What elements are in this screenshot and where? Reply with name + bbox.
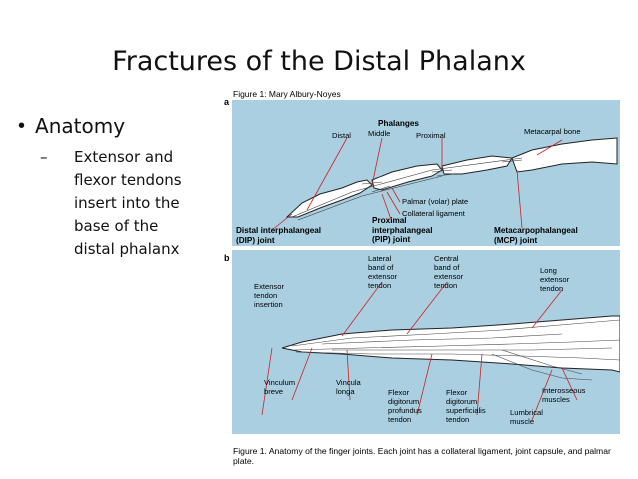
bullet-text: Anatomy <box>35 114 126 138</box>
label-collateral-ligament: Collateral ligament <box>402 209 465 218</box>
panel-a-letter: a <box>224 97 230 107</box>
label-lumbrical-muscle: Lumbrical muscle <box>510 408 543 426</box>
label-long-extensor: Long extensor tendon <box>540 266 570 293</box>
figure-caption: Figure 1. Anatomy of the finger joints. … <box>233 446 611 466</box>
finger-anatomy-figure: Figure 1: Mary Albury-Noyes a b <box>222 89 624 470</box>
label-distal: Distal <box>332 131 351 140</box>
figure-credit: Figure 1: Mary Albury-Noyes <box>233 89 341 99</box>
label-proximal: Proximal <box>416 131 446 140</box>
label-interosseous-muscles: Interosseous muscles <box>542 386 586 404</box>
finger-bones-illustration <box>271 137 618 231</box>
label-extensor-insertion: Extensor tendon insertion <box>254 282 284 309</box>
label-middle: Middle <box>368 129 391 138</box>
label-fdp-tendon: Flexor digitorum profundus tendon <box>388 388 422 424</box>
label-palmar-plate: Palmar (volar) plate <box>402 197 469 206</box>
slide-title: Fractures of the Distal Phalanx <box>112 46 526 77</box>
label-mcp-joint: Metacarpophalangeal (MCP) joint <box>494 226 578 245</box>
label-dip-joint: Distal interphalangeal (DIP) joint <box>236 226 322 245</box>
sub-bullet-line: distal phalanx <box>74 240 180 258</box>
sub-bullet-line: base of the <box>74 217 159 235</box>
bullet-dot-icon: • <box>18 114 26 137</box>
label-metacarpal-bone: Metacarpal bone <box>524 127 581 136</box>
panel-b-tendon-view: Lateral band of extensor tendon Central … <box>232 250 620 434</box>
bullet-anatomy: • Anatomy <box>18 114 125 138</box>
label-vincula-longa: Vincula longa <box>336 378 361 396</box>
label-phalanges: Phalanges <box>378 119 419 128</box>
sub-bullet-dash: – <box>40 148 48 166</box>
sub-bullet-line: insert into the <box>74 194 180 212</box>
label-pip-joint: Proximal interphalangeal (PIP) joint <box>372 216 433 244</box>
panel-b-letter: b <box>224 253 230 263</box>
label-fds-tendon: Flexor digitorum superficialis tendon <box>446 388 486 424</box>
sub-bullet-line: flexor tendons <box>74 171 182 189</box>
sub-bullet-line: Extensor and <box>74 148 174 166</box>
label-lateral-band: Lateral band of extensor tendon <box>368 254 398 290</box>
finger-tendons-illustration <box>261 281 620 421</box>
panel-a-lateral-view: Phalanges Distal Middle Proximal Metacar… <box>232 100 620 246</box>
label-vinculum-breve: Vinculum breve <box>264 378 296 396</box>
label-central-band: Central band of extensor tendon <box>434 254 464 290</box>
